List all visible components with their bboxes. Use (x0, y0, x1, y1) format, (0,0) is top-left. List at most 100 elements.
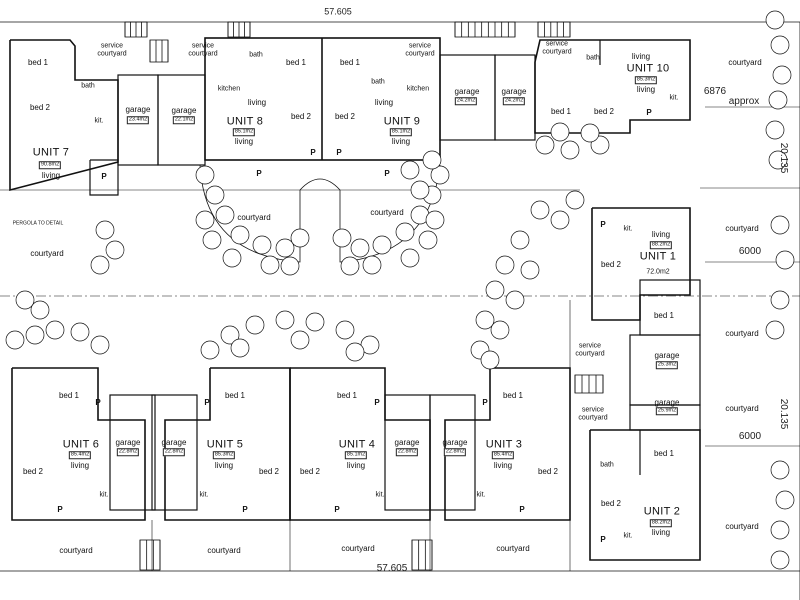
u8-kitchen: kitchen (217, 85, 241, 93)
tree-66 (770, 460, 790, 480)
u8-living: living (234, 137, 254, 146)
u5-bed1: bed 1 (224, 391, 246, 400)
u4-garage-area: 22.8m2 (395, 448, 419, 456)
unit-6-garage-box (109, 394, 156, 511)
dimension-approx: approx (728, 96, 760, 107)
tree-5 (275, 238, 295, 258)
courtyard-label-left: courtyard (30, 249, 64, 258)
tree-70 (95, 220, 115, 240)
u4-title: UNIT 4 (338, 438, 376, 451)
u6-area: 85.4m2 (68, 451, 92, 459)
tree-38 (245, 315, 265, 335)
service-courtyard-label-u8: courtyard (188, 50, 218, 58)
service-label-u7: service (100, 42, 124, 50)
u5-area: 85.3m2 (212, 451, 236, 459)
service-courtyard-label-u7: courtyard (97, 50, 127, 58)
dimension-bottom: 57.605 (376, 563, 408, 574)
u3-bed2: bed 2 (537, 467, 559, 476)
service-courtyard-label-u10: courtyard (542, 48, 572, 56)
u6-living: living (70, 461, 90, 470)
service-label-u10: service (545, 40, 569, 48)
tree-37 (220, 325, 240, 345)
tree-44 (290, 330, 310, 350)
u6-garage-area: 22.8m2 (116, 448, 140, 456)
tree-30 (530, 200, 550, 220)
u1-bed2: bed 2 (600, 260, 622, 269)
tree-7 (195, 210, 215, 230)
u10-garage: garage (501, 87, 527, 96)
rack-top-4-frame (537, 21, 571, 38)
u8-bed1: bed 1 (285, 58, 307, 67)
tree-25 (495, 255, 515, 275)
tree-45 (345, 342, 365, 362)
u9-bed2: bed 2 (334, 112, 356, 121)
u2-bed1: bed 1 (653, 449, 675, 458)
u10-living-top: living (631, 52, 651, 61)
courtyard-label-right-bottom: courtyard (725, 522, 759, 531)
tree-0 (195, 165, 215, 185)
tree-65 (765, 320, 785, 340)
u1-garage: garage (654, 351, 680, 360)
u2-area: 88.2m2 (649, 519, 673, 527)
rack-bottom-2-frame (411, 539, 433, 571)
rack-top-3-frame (454, 21, 516, 38)
tree-15 (395, 222, 415, 242)
dimension-top: 57.605 (324, 6, 352, 17)
dimension-6000-lower: 6000 (738, 431, 762, 442)
u9-kitchen: kitchen (406, 85, 430, 93)
u7-garage-area: 23.4m2 (126, 116, 150, 124)
u5-parking-2: P (242, 505, 248, 514)
u5-living: living (214, 461, 234, 470)
tree-17 (350, 238, 370, 258)
u2-parking: P (600, 535, 606, 544)
courtyard-label-center-left: courtyard (237, 213, 271, 222)
u8-parking: P (310, 148, 316, 157)
u10-bath: bath (586, 54, 600, 62)
unit-3-garage-box (429, 394, 476, 511)
u4-area: 85.1m2 (344, 451, 368, 459)
u5-garage: garage (161, 438, 187, 447)
service-label-u2: service (581, 406, 605, 414)
u9-bed1: bed 1 (339, 58, 361, 67)
u6-parking-2: P (57, 505, 63, 514)
u1-garage-area: 25.3m2 (655, 361, 679, 369)
service-courtyard-label-u1: courtyard (575, 350, 605, 358)
u10-title: UNIT 10 (626, 62, 670, 75)
tree-71 (105, 240, 125, 260)
u4-bed2: bed 2 (299, 467, 321, 476)
u7-bed2: bed 2 (29, 103, 51, 112)
tree-60 (765, 120, 785, 140)
tree-19 (425, 210, 445, 230)
u1-parking: P (600, 220, 606, 229)
u6-parking: P (95, 398, 101, 407)
tree-49 (70, 322, 90, 342)
rack-bottom-1-frame (139, 539, 161, 571)
courtyard-label-bottom-4: courtyard (496, 544, 530, 553)
u4-parking: P (374, 398, 380, 407)
u9-title: UNIT 9 (383, 115, 421, 128)
tree-3 (230, 225, 250, 245)
tree-18 (332, 228, 352, 248)
u9-parking-2: P (384, 169, 390, 178)
tree-20 (418, 230, 438, 250)
dimension-6000-upper: 6000 (738, 246, 762, 257)
tree-52 (560, 140, 580, 160)
rack-top-1-frame (124, 21, 148, 38)
u5-garage-area: 22.8m2 (162, 448, 186, 456)
courtyard-label-bottom-1: courtyard (59, 546, 93, 555)
rack-u7-frame (149, 39, 169, 63)
unit-7-outline (9, 39, 119, 192)
u7-title: UNIT 7 (32, 146, 70, 159)
u6-kitchen: kit. (99, 491, 109, 499)
tree-67 (775, 490, 795, 510)
tree-55 (580, 123, 600, 143)
u2-garage: garage (654, 398, 680, 407)
u6-garage: garage (115, 438, 141, 447)
u7-living: living (41, 171, 61, 180)
u3-bed1: bed 1 (502, 391, 524, 400)
unit-1-garage-box (629, 334, 701, 406)
tree-39 (275, 310, 295, 330)
rack-top-2-frame (227, 21, 251, 38)
u5-parking: P (204, 398, 210, 407)
